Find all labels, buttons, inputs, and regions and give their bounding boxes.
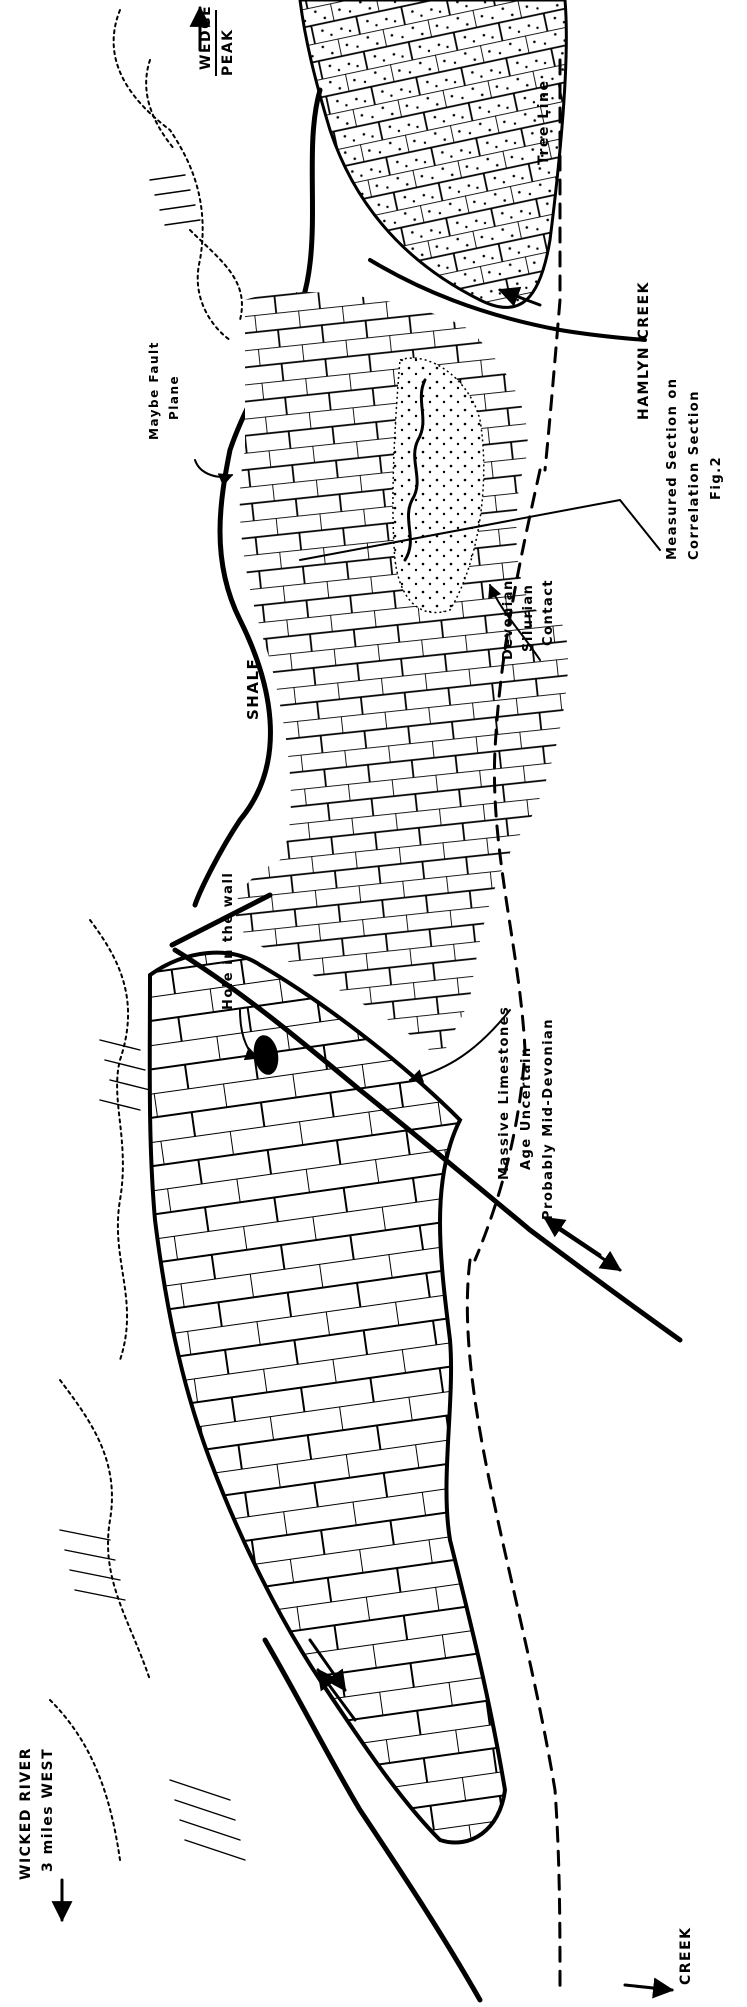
- massive-limestone: [150, 953, 505, 1843]
- label-contact: Contact: [541, 579, 556, 646]
- label-wicked-river: WICKED RIVER: [18, 1747, 34, 1880]
- label-plane: Plane: [167, 375, 181, 420]
- label-hamlyn-creek: HAMLYN CREEK: [636, 281, 652, 420]
- label-creek: CREEK: [678, 1926, 694, 1985]
- label-correlation-section: Correlation Section: [687, 390, 702, 560]
- label-fig2: Fig.2: [709, 456, 724, 500]
- label-peak: PEAK: [220, 28, 236, 76]
- sandy-limestone-block: [300, 0, 566, 308]
- label-3-miles-west: 3 miles WEST: [40, 1748, 56, 1872]
- label-age-uncertain: Age Uncertain: [519, 1046, 534, 1170]
- label-shale: SHALE: [244, 658, 262, 720]
- background-hills: [50, 10, 242, 1860]
- label-silurian: Silurian: [521, 584, 536, 652]
- label-maybe-fault: Maybe Fault: [147, 341, 161, 440]
- label-hole-in-the-wall: Hole in the wall: [221, 872, 236, 1010]
- label-measured-section: Measured Section on: [665, 377, 680, 560]
- label-tree-line: Tree Line: [536, 80, 552, 165]
- label-devonian: Devonian: [501, 579, 516, 660]
- label-massive-limestones: Massive Limestones: [497, 1006, 512, 1180]
- label-wedge-peak: WEDGE PEAK: [198, 5, 236, 76]
- label-mid-devonian: Probably Mid-Devonian: [541, 1018, 556, 1220]
